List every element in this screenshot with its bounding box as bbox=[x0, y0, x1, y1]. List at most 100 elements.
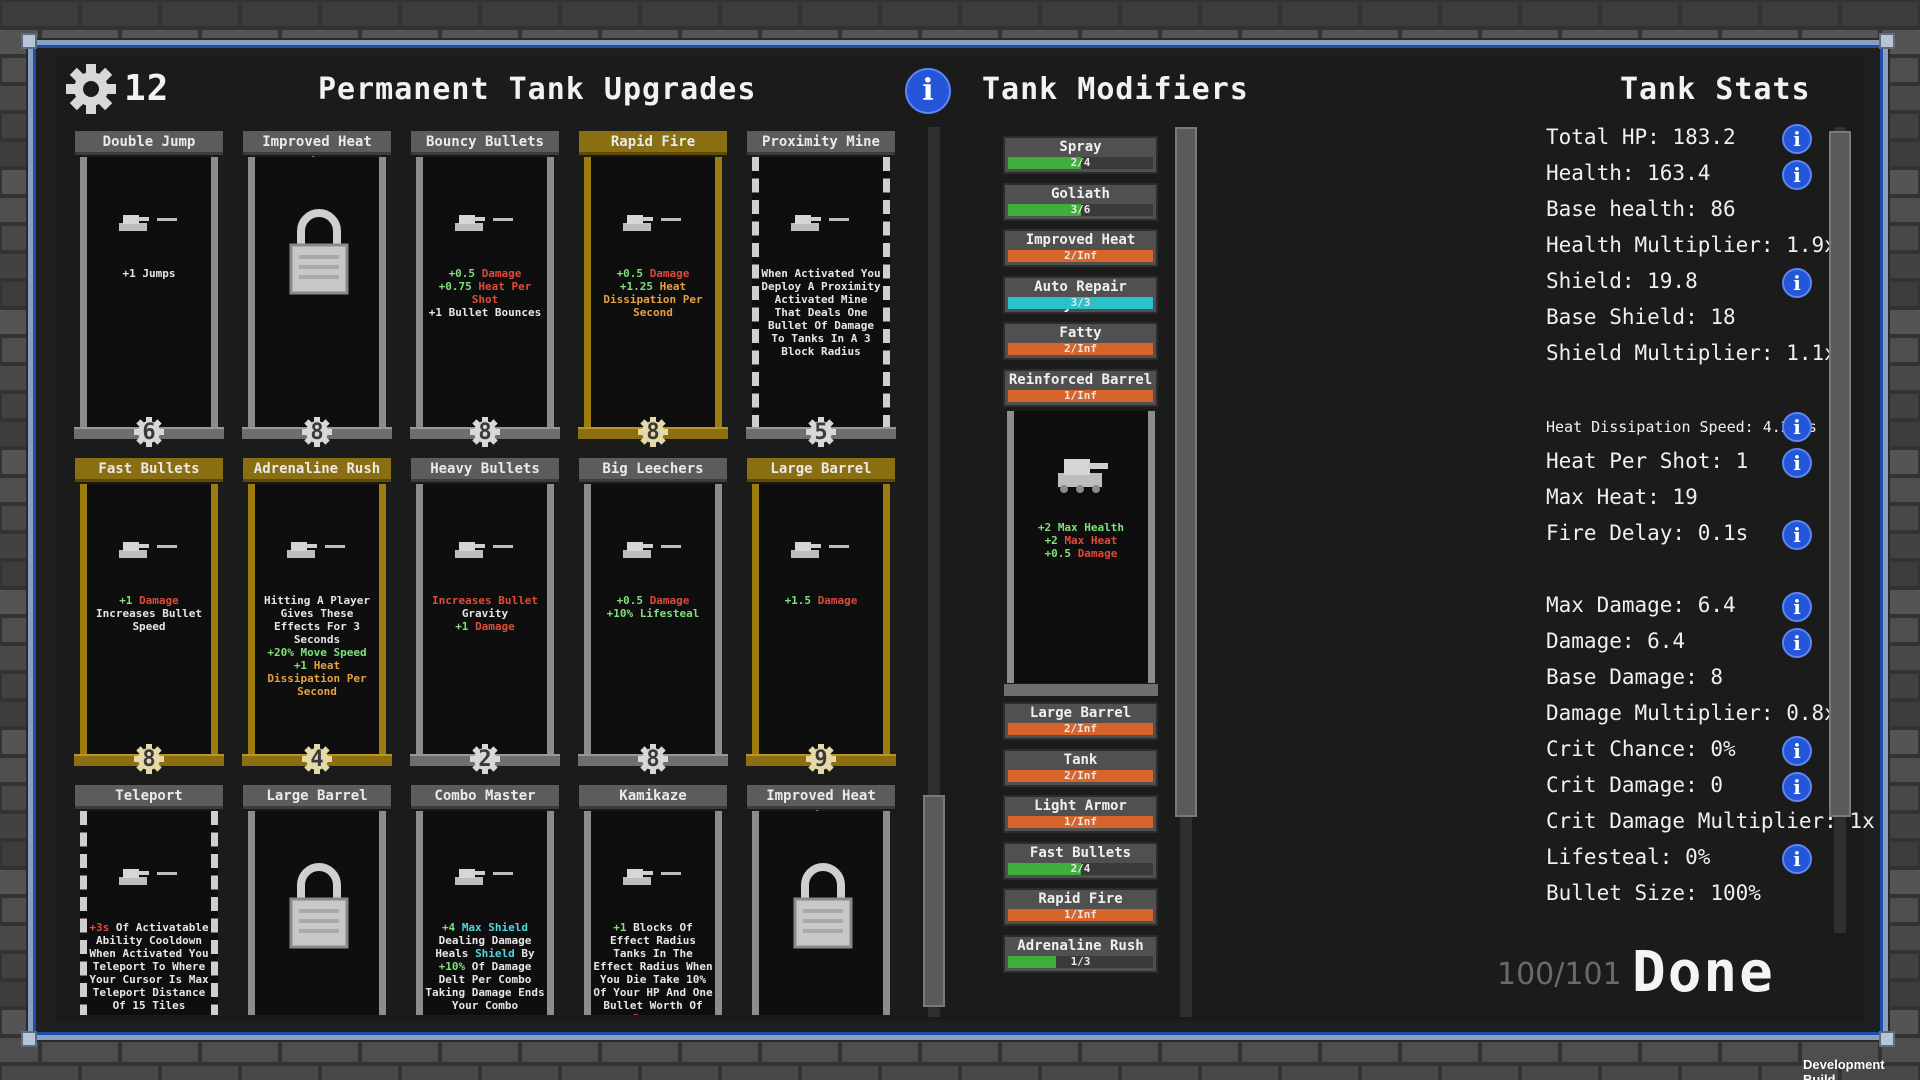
modifier-progress-fill bbox=[1008, 203, 1081, 216]
modifiers-scrollbar-thumb[interactable] bbox=[1175, 127, 1197, 817]
modifier-name: Fatty bbox=[1059, 325, 1102, 341]
stats-scrollbar[interactable] bbox=[1829, 127, 1851, 933]
modifier-item[interactable]: Improved Heat Sink2/Inf bbox=[1003, 229, 1158, 267]
done-button[interactable]: Done bbox=[1632, 940, 1775, 1005]
description-segment: Damage bbox=[649, 267, 690, 280]
modifier-name: Goliath bbox=[1050, 185, 1110, 202]
upgrade-title: Combo Master bbox=[411, 785, 559, 809]
upgrade-title: Bouncy Bullets bbox=[411, 131, 559, 155]
upgrade-card[interactable]: Large Barrel bbox=[238, 779, 396, 1015]
stat-info-button[interactable]: i bbox=[1782, 268, 1812, 298]
upgrade-cost-value: 8 bbox=[142, 747, 156, 772]
upgrade-title: Improved Heat Sink bbox=[243, 131, 391, 172]
stats-scrollbar-thumb[interactable] bbox=[1829, 131, 1851, 817]
stat-info-button[interactable]: i bbox=[1782, 448, 1812, 478]
frame-corner bbox=[1879, 1031, 1895, 1047]
modifier-name: Large Barrel bbox=[1029, 705, 1132, 721]
modifier-detail-text: +2 Max Health+2 Max Heat+0.5 Damage bbox=[1019, 521, 1143, 560]
modifiers-scrollbar[interactable] bbox=[1175, 127, 1197, 1017]
upgrade-description: +0.5 Damage+1.25 Heat Dissipation Per Se… bbox=[591, 267, 715, 319]
description-segment: Hitting A Player Gives These Effects For… bbox=[264, 594, 370, 646]
upgrade-cost-value: 5 bbox=[814, 420, 828, 445]
upgrades-info-button[interactable]: i bbox=[905, 68, 951, 114]
modifier-progress-bar: 3/6 bbox=[1008, 202, 1153, 216]
upgrade-title: Improved Heat Sink bbox=[747, 785, 895, 826]
description-segment: Blocks Of Effect Radius bbox=[609, 921, 697, 947]
description-segment: +0.5 bbox=[1044, 547, 1078, 560]
modifier-progress-fill bbox=[1008, 955, 1056, 968]
modifier-name: Fast Bullets bbox=[1029, 844, 1132, 861]
upgrade-body: +3s Of Activatable Ability Cooldown When… bbox=[80, 811, 218, 1015]
stat-info-button[interactable]: i bbox=[1782, 160, 1812, 190]
upgrade-body: +0.5 Damage+0.75 Heat Per Shot+1 Bullet … bbox=[416, 157, 554, 429]
stat-info-button[interactable]: i bbox=[1782, 628, 1812, 658]
stat-info-button[interactable]: i bbox=[1782, 844, 1812, 874]
description-segment: +1 bbox=[293, 659, 314, 672]
description-segment: Tanks In The Effect Radius When You Die … bbox=[593, 947, 713, 1012]
description-segment: Max Shield bbox=[461, 921, 529, 934]
stat-info-button[interactable]: i bbox=[1782, 592, 1812, 622]
upgrades-scrollbar[interactable] bbox=[923, 127, 945, 1017]
stat-line: Crit Damage: 0 bbox=[1546, 773, 1724, 797]
dev-build-label: Development Build bbox=[1803, 1057, 1885, 1080]
upgrade-cost: 8 bbox=[463, 417, 507, 447]
description-segment: Increases Bullet Speed bbox=[96, 607, 202, 633]
tank-icon bbox=[453, 861, 517, 895]
upgrade-cost: 5 bbox=[799, 417, 843, 447]
modifier-progress-text: 2/Inf bbox=[1063, 768, 1098, 782]
lock-icon bbox=[791, 861, 855, 949]
upgrade-body: Increases Bullet Gravity+1 Damage bbox=[416, 484, 554, 756]
stat-info-button[interactable]: i bbox=[1782, 412, 1812, 442]
stat-info-button[interactable]: i bbox=[1782, 736, 1812, 766]
stat-info-button[interactable]: i bbox=[1782, 124, 1812, 154]
upgrade-card[interactable]: Rapid Fire+0.5 Damage+1.25 Heat Dissipat… bbox=[574, 125, 732, 447]
modifier-progress-fill bbox=[1008, 862, 1081, 875]
upgrade-card[interactable]: Improved Heat Sink8 bbox=[238, 125, 396, 447]
modifier-progress-text: 2/4 bbox=[1070, 156, 1091, 169]
modifier-progress-fill bbox=[1008, 250, 1153, 262]
tank-icon bbox=[285, 534, 349, 568]
description-segment: Damage bbox=[633, 1012, 673, 1015]
upgrade-card[interactable]: Improved Heat Sink bbox=[742, 779, 900, 1015]
upgrade-body: +0.5 Damage+1.25 Heat Dissipation Per Se… bbox=[584, 157, 722, 429]
upgrade-card[interactable]: Bouncy Bullets+0.5 Damage+0.75 Heat Per … bbox=[406, 125, 564, 447]
stat-line: Damage Multiplier: 0.8x bbox=[1546, 701, 1837, 725]
upgrade-card[interactable]: Teleport+3s Of Activatable Ability Coold… bbox=[70, 779, 228, 1015]
upgrades-scrollbar-thumb[interactable] bbox=[923, 795, 945, 1007]
modifier-progress-bar: 1/Inf bbox=[1008, 908, 1153, 921]
modifier-detail-base bbox=[1004, 684, 1158, 696]
stat-line: Shield Multiplier: 1.1x bbox=[1546, 341, 1837, 365]
description-segment: Damage bbox=[649, 594, 690, 607]
tank-icon bbox=[117, 534, 181, 568]
upgrade-description: Hitting A Player Gives These Effects For… bbox=[255, 594, 379, 698]
upgrade-cost-value: 8 bbox=[646, 420, 660, 445]
stat-info-button[interactable]: i bbox=[1782, 520, 1812, 550]
upgrade-title: Teleport bbox=[75, 785, 223, 809]
description-segment: Dealing Damage Heals bbox=[435, 934, 532, 960]
modifier-progress-text: 3/6 bbox=[1070, 202, 1091, 216]
gear-icon bbox=[66, 64, 116, 114]
modifier-item[interactable]: Auto Repair System3/3 bbox=[1003, 275, 1158, 314]
description-segment: +4 bbox=[441, 921, 462, 934]
stat-info-button[interactable]: i bbox=[1782, 772, 1812, 802]
